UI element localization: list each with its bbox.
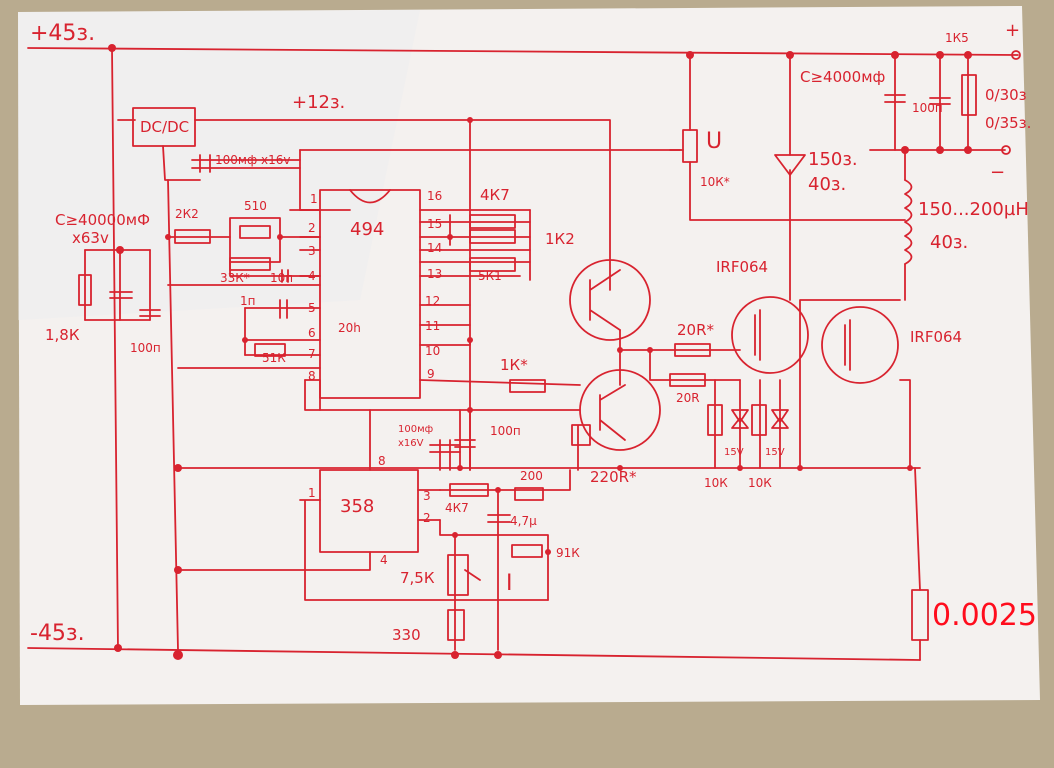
cap-in-label-2: х63v — [72, 229, 109, 247]
rail-positive-wire — [27, 47, 1019, 56]
pin-1: 1 — [310, 192, 318, 206]
mosfet-2-body — [821, 306, 899, 384]
op-pin-3: 3 — [423, 489, 431, 503]
mosfet-2-label: IRF064 — [910, 328, 962, 346]
meter-label-1: 0/30з — [985, 86, 1027, 104]
dcdc-label: DC/DC — [140, 118, 189, 136]
r-510-label: 510 — [244, 199, 267, 213]
r-20r-b-label: 20R — [676, 391, 700, 405]
pin-2: 2 — [308, 221, 316, 235]
ic-358-label: 358 — [340, 496, 374, 517]
wiring — [27, 47, 1019, 661]
cap-100n-b-label: 100п — [490, 424, 521, 438]
r-200-label: 200 — [520, 469, 543, 483]
fuse-1k5-label: 1К5 — [945, 31, 969, 45]
mosfet-1-body — [731, 296, 809, 374]
pin-11: 11 — [425, 319, 440, 333]
rail-negative-wire — [27, 647, 921, 661]
pin-14: 14 — [427, 241, 442, 255]
pot-7k5-label: 7,5К — [400, 569, 435, 587]
pin-12: 12 — [425, 294, 440, 308]
rail-positive-label: +45з. — [30, 21, 95, 46]
pin-5: 5 — [308, 301, 316, 315]
r-51k-label: 51К — [262, 351, 286, 365]
junction-dots — [108, 44, 972, 660]
c-1n-label: 1п — [240, 294, 255, 308]
op-pin-1: 1 — [308, 486, 316, 500]
cap-100uf-top-label: 100мф х16v — [215, 153, 291, 167]
pot-U-label: U — [706, 129, 722, 154]
cap-100n-a-label: 100п — [130, 341, 161, 355]
zener-15v-b-label: 15V — [765, 447, 785, 458]
pin-7: 7 — [308, 347, 316, 361]
pin-16: 16 — [427, 189, 442, 203]
pin-3: 3 — [308, 244, 316, 258]
pin-9: 9 — [427, 367, 435, 381]
output-minus-label: − — [990, 162, 1005, 183]
r-220r-label: 220R* — [590, 468, 637, 486]
pot-10k-label: 10К* — [700, 175, 730, 189]
c-10n-label: 10п — [270, 271, 293, 285]
diode-label-2: 40з. — [808, 174, 846, 195]
r-20r-a-label: 20R* — [677, 321, 715, 339]
pin-10: 10 — [425, 344, 440, 358]
labels: +45з. -45з. +12з. DC/DC С≥40000мФ х63v 1… — [30, 20, 1037, 646]
inductor-label-1: 150...200µН — [918, 199, 1029, 220]
r-1k-star-label: 1К* — [500, 356, 528, 374]
op-pin-4: 4 — [380, 553, 388, 567]
ic-358-body — [319, 469, 419, 553]
mosfet-1-label: IRF064 — [716, 258, 768, 276]
r-10k-b-label: 10К — [748, 476, 772, 490]
shunt-label: 0.0025 — [932, 598, 1037, 633]
ic-494-mark: 20h — [338, 321, 361, 335]
cap-100uf-mid-label-1: 100мф — [398, 424, 433, 435]
output-terminals — [1001, 50, 1021, 155]
r-1k2-label: 1К2 — [545, 230, 575, 248]
r-5k1-label: 5К1 — [478, 269, 502, 283]
output-plus-label: + — [1005, 20, 1020, 41]
r-33k-label: 33К* — [220, 271, 250, 285]
r-2k2-label: 2К2 — [175, 207, 199, 221]
pin-8: 8 — [308, 369, 316, 383]
r-4k7-op-label: 4К7 — [445, 501, 469, 515]
cap-100n-c-label: 100п — [912, 101, 943, 115]
rail-negative-label: -45з. — [30, 621, 85, 646]
cap-in-label-1: С≥40000мФ — [55, 211, 150, 229]
current-I-label: I — [506, 571, 513, 596]
ic-494-label: 494 — [350, 219, 384, 240]
diode-label-1: 150з. — [808, 149, 858, 170]
paper — [18, 6, 1040, 705]
transistor-top-body — [569, 259, 651, 341]
pin-15: 15 — [427, 217, 442, 231]
ic-494-body — [319, 189, 421, 399]
rail-12v-label: +12з. — [292, 92, 345, 113]
r-91k-label: 91К — [556, 546, 580, 560]
op-pin-8: 8 — [378, 454, 386, 468]
pin-6: 6 — [308, 326, 316, 340]
meter-label-2: 0/35з. — [985, 114, 1031, 132]
r-10k-a-label: 10К — [704, 476, 728, 490]
cap-out-label: С≥4000мф — [800, 68, 885, 86]
zener-15v-a-label: 15V — [724, 447, 744, 458]
dcdc-box — [132, 107, 196, 147]
pin-4: 4 — [308, 269, 316, 283]
pin-13: 13 — [427, 267, 442, 281]
op-pin-2: 2 — [423, 511, 431, 525]
r-4k7-top-label: 4К7 — [480, 186, 510, 204]
res-1k8-label: 1,8К — [45, 326, 80, 344]
inductor-label-2: 40з. — [930, 232, 968, 253]
cap-100uf-mid-label-2: х16V — [398, 438, 424, 449]
r-330-label: 330 — [392, 626, 421, 644]
cap-4u7-label: 4,7µ — [510, 514, 537, 528]
